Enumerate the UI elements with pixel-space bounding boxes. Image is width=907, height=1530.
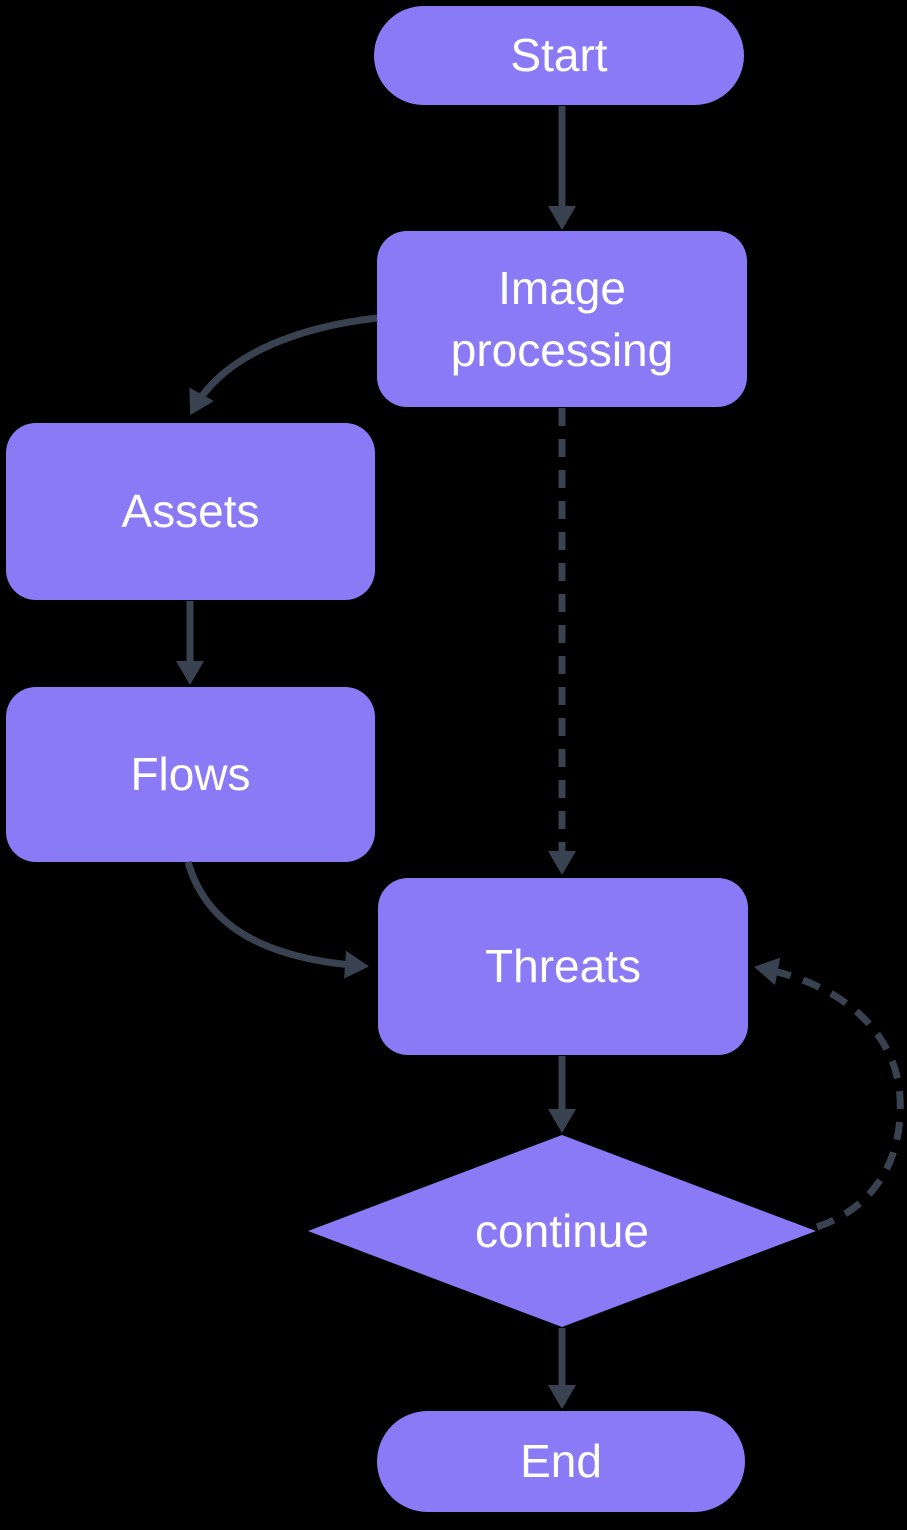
node-continue-shape <box>308 1135 816 1327</box>
edge-flows-to-threats <box>184 861 369 979</box>
node-flows-shape <box>6 687 375 862</box>
node-end-shape <box>377 1411 745 1512</box>
node-assets-shape <box>6 423 375 600</box>
node-image-processing-shape <box>377 231 747 407</box>
node-threats-shape <box>378 878 748 1055</box>
node-start-shape <box>374 6 744 105</box>
edge-continue-to-threats-loop <box>754 957 904 1231</box>
edge-image-processing-to-assets <box>189 314 378 416</box>
